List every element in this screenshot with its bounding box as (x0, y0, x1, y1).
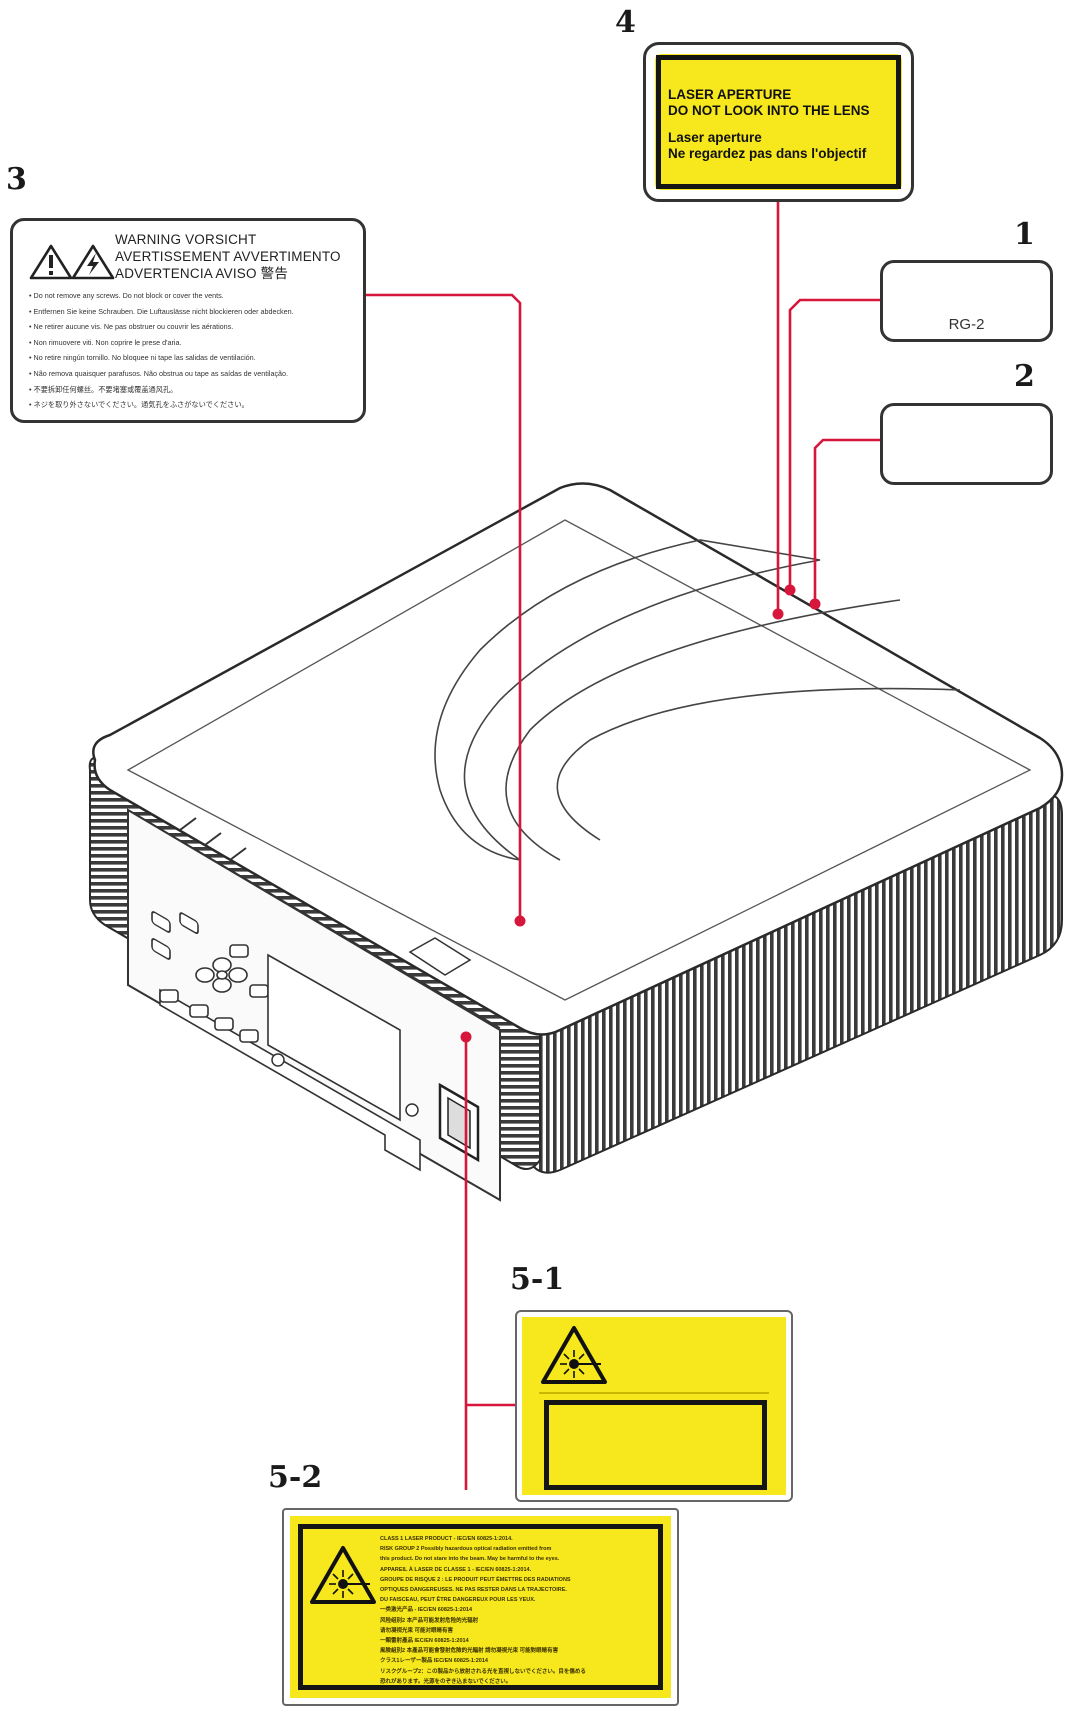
leader-lines (366, 202, 880, 1490)
warning-heading-row1: WARNING VORSICHT (115, 232, 257, 247)
text-line: クラス1レーザー製品 IEC/EN 60825-1:2014 (380, 1658, 488, 1665)
callout-number-3: 3 (6, 162, 27, 197)
text-line: • Non rimuovere viti. Non coprire le pre… (29, 337, 182, 347)
leader-line-2 (813, 438, 880, 604)
text-line: • Não remova quaisquer parafusos. Não ob… (29, 368, 289, 378)
laser-aperture-line2: DO NOT LOOK INTO THE LENS (668, 103, 870, 118)
leader-line-1 (788, 298, 880, 590)
text-line: • Entfernen Sie keine Schrauben. Die Luf… (29, 306, 294, 316)
warning-heading-row3: ADVERTENCIA AVISO 警告 (115, 266, 289, 281)
text-line: CLASS 1 LASER PRODUCT - IEC/EN 60825-1:2… (380, 1536, 513, 1542)
callout-number-5-2: 5-2 (268, 1460, 323, 1495)
callout-number-1: 1 (1014, 217, 1035, 252)
reflection-warning-label (880, 403, 1053, 485)
laser-class-text-lines: CLASS 1 LASER PRODUCT - IEC/EN 60825-1:2… (380, 1534, 643, 1687)
text-line: 一类激光产品 - IEC/EN 60825-1:2014 (380, 1607, 473, 1614)
leader-line-5-anchor-dot (460, 1031, 472, 1043)
electric-shock-icon (71, 244, 115, 280)
leader-line-2-anchor-dot (809, 598, 821, 610)
text-line: リスクグループ2：この製品から放射される光を直視しないでください。目を傷める (380, 1668, 586, 1675)
text-line: RISK GROUP 2 Possibly hazardous optical … (380, 1546, 552, 1553)
text-line: • ネジを取り外さないでください。通気孔をふさがないでください。 (29, 400, 249, 410)
leader-line-3 (366, 293, 522, 921)
warning-triangle-icon (29, 244, 73, 280)
callout-number-2: 2 (1014, 359, 1035, 394)
text-line: • No retire ningún tornillo. No bloquee … (29, 353, 256, 363)
projector-body (88, 482, 1064, 1202)
text-line: OPTIQUES DANGEREUSES. NE PAS RESTER DANS… (380, 1587, 567, 1594)
leader-line-4-anchor-dot (772, 608, 784, 620)
laser-aperture-label: LASER APERTURE DO NOT LOOK INTO THE LENS… (643, 42, 914, 202)
text-line: DU FAISCEAU, PEUT ÊTRE DANGEREUX POUR LE… (380, 1597, 536, 1604)
text-line: 请勿凝视光束 可能对眼睛有害 (380, 1627, 454, 1634)
laser-aperture-line1: LASER APERTURE (668, 87, 792, 102)
keypad (151, 911, 269, 1043)
risk-group-label: RG-2 (880, 260, 1053, 342)
text-line: APPAREIL À LASER DE CLASSE 1 - IEC/EN 60… (380, 1566, 532, 1573)
leader-line-1-anchor-dot (784, 584, 796, 596)
laser-radiation-icon (310, 1546, 376, 1604)
laser-aperture-line3: Laser aperture (668, 130, 762, 145)
laser-class-label-5-1 (515, 1310, 793, 1502)
warning-label: WARNING VORSICHT AVERTISSEMENT AVVERTIME… (10, 218, 366, 423)
text-line: • Do not remove any screws. Do not block… (29, 291, 224, 300)
laser-radiation-icon (541, 1326, 607, 1384)
text-line: • Ne retirer aucune vis. Ne pas obstruer… (29, 322, 234, 332)
leader-line-3-anchor-dot (514, 915, 526, 927)
top-surface (92, 482, 1064, 1036)
text-line: 一類雷射產品 IEC/EN 60825-1:2014 (380, 1638, 469, 1645)
text-line: 风险组别2 本产品可能发射危险的光辐射 (380, 1617, 479, 1624)
text-line: 恐れがあります。光源をのぞき込まないでください。 (380, 1678, 512, 1685)
right-vent-panel (528, 793, 1063, 1174)
warning-text-lines: • Do not remove any screws. Do not block… (29, 288, 353, 413)
callout-number-5-1: 5-1 (510, 1262, 565, 1297)
warning-heading-row2: AVERTISSEMENT AVVERTIMENTO (115, 249, 341, 264)
text-line: • 不要拆卸任何螺丝。不要堵塞或覆盖通风孔。 (29, 384, 178, 394)
text-line: GROUPE DE RISQUE 2 : LE PRODUIT PEUT ÉME… (380, 1576, 571, 1583)
text-line: 風險組別2 本產品可能會發射危險的光輻射 請勿凝視光束 可能對眼睛有害 (380, 1648, 559, 1655)
callout-number-4: 4 (615, 5, 636, 40)
laser-class-label-5-2: CLASS 1 LASER PRODUCT - IEC/EN 60825-1:2… (282, 1508, 679, 1706)
risk-group-text: RG-2 (948, 316, 985, 333)
text-line: this product. Do not stare into the beam… (380, 1556, 560, 1563)
laser-aperture-line4: Ne regardez pas dans l'objectif (668, 146, 867, 161)
